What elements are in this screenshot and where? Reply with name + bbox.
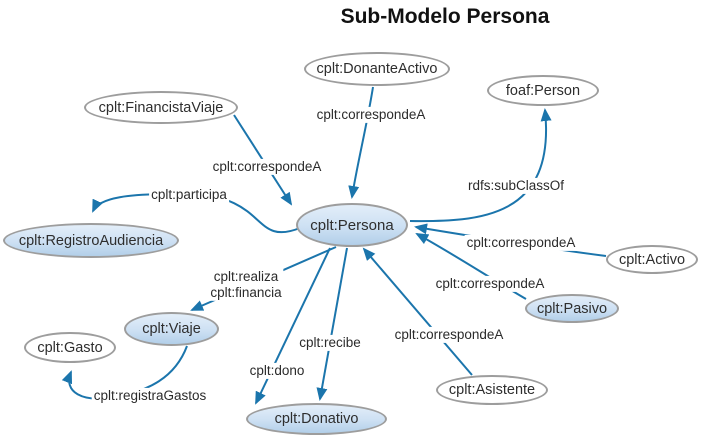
node-cplt-donativo: cplt:Donativo <box>246 403 387 435</box>
edge-label-correspondeA-pasivo: cplt:correspondeA <box>433 275 547 293</box>
node-cplt-financistaviaje: cplt:FinancistaViaje <box>84 91 238 124</box>
node-cplt-donanteactivo: cplt:DonanteActivo <box>304 52 450 86</box>
node-cplt-viaje: cplt:Viaje <box>124 312 219 346</box>
node-cplt-persona: cplt:Persona <box>296 203 408 247</box>
edge-label-recibe: cplt:recibe <box>297 334 363 352</box>
edge-label-correspondeA-donante: cplt:correspondeA <box>314 106 428 124</box>
edge-label-registragastos: cplt:registraGastos <box>91 387 209 405</box>
node-cplt-asistente: cplt:Asistente <box>436 375 548 405</box>
edge-label-dono: cplt:dono <box>247 362 307 380</box>
edge-label-realiza: cplt:realiza <box>213 268 279 284</box>
edge-label-subclassof: rdfs:subClassOf <box>465 177 567 195</box>
node-foaf-person: foaf:Person <box>487 75 599 106</box>
edge-label-correspondeA-activo: cplt:correspondeA <box>464 234 578 252</box>
edge-persona-foafperson <box>409 108 552 223</box>
node-cplt-gasto: cplt:Gasto <box>24 332 116 363</box>
edge-donanteactivo-persona <box>348 86 374 199</box>
edge-label-realiza-financia: cplt:realiza cplt:financia <box>208 268 284 302</box>
node-cplt-registroaudiencia: cplt:RegistroAudiencia <box>3 223 179 258</box>
edge-label-correspondeA-asistente: cplt:correspondeA <box>392 326 506 344</box>
node-cplt-activo: cplt:Activo <box>606 245 698 274</box>
edge-persona-donativo-recibe <box>316 247 348 401</box>
edge-label-correspondeA-financista: cplt:correspondeA <box>210 158 324 176</box>
node-cplt-pasivo: cplt:Pasivo <box>525 294 619 323</box>
edge-asistente-persona <box>362 247 473 376</box>
diagram-title: Sub-Modelo Persona <box>340 5 550 28</box>
edge-label-financia: cplt:financia <box>210 285 282 300</box>
edge-label-participa: cplt:participa <box>149 186 229 204</box>
